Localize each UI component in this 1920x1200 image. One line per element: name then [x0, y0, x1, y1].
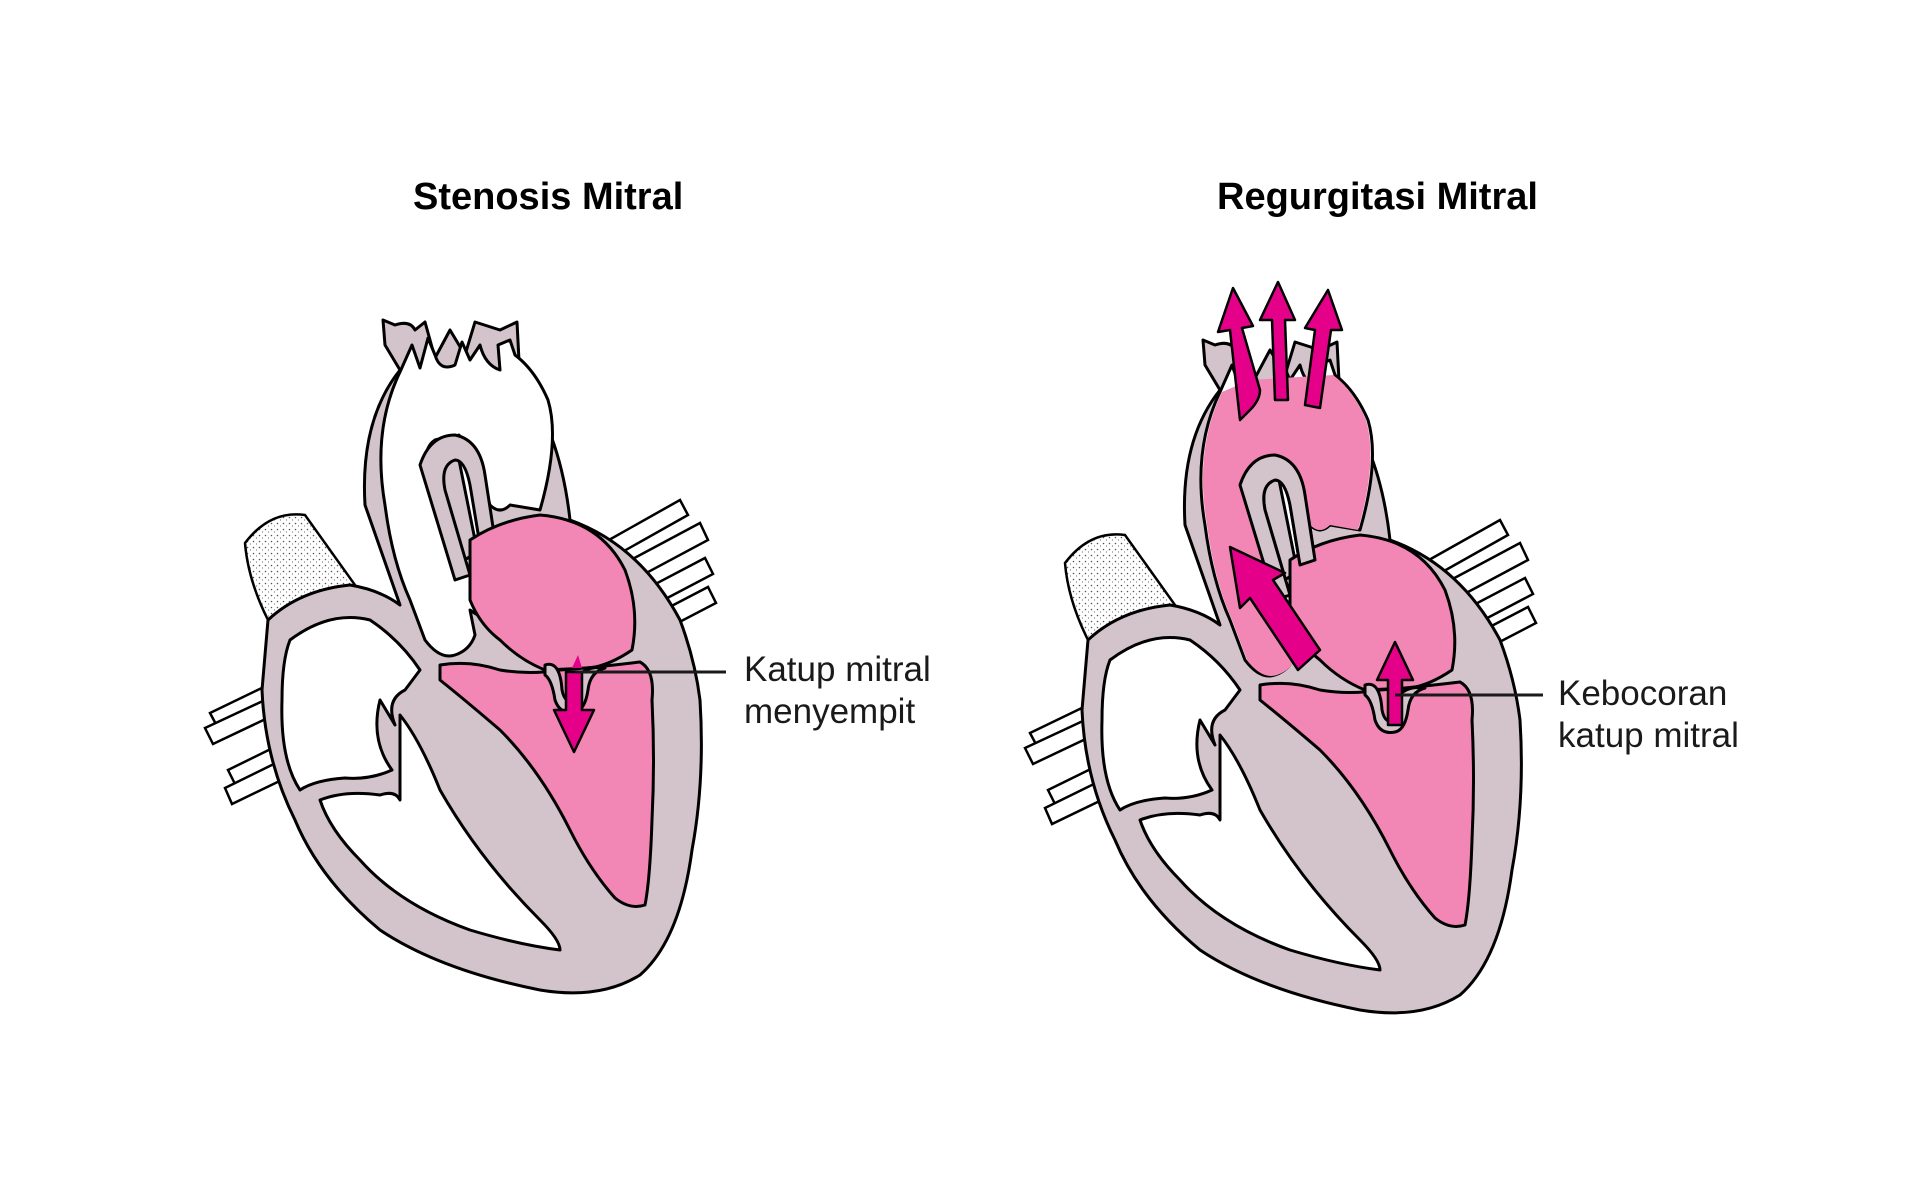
label-stenosis-line1: Katup mitral	[744, 650, 931, 689]
label-regurgitation-line1: Kebocoran	[1558, 674, 1728, 713]
valve-jet	[572, 655, 582, 668]
panel-title-stenosis: Stenosis Mitral	[413, 176, 684, 218]
flow-arrow-up-icon	[1375, 640, 1415, 727]
panel-title-regurgitation: Regurgitasi Mitral	[1217, 176, 1538, 218]
label-regurgitation-line2: katup mitral	[1558, 716, 1739, 755]
aorta-arrow-right-icon	[1303, 288, 1344, 410]
aorta-arrow-left-icon	[1216, 286, 1262, 422]
aorta-arrow-middle-icon	[1258, 280, 1297, 402]
flow-arrow-down-icon	[552, 670, 596, 754]
label-stenosis-line2: menyempit	[744, 692, 916, 731]
heart-regurgitation	[1023, 280, 1543, 1015]
regurgitation-arrow-icon	[1228, 545, 1322, 672]
heart-stenosis	[203, 318, 726, 995]
